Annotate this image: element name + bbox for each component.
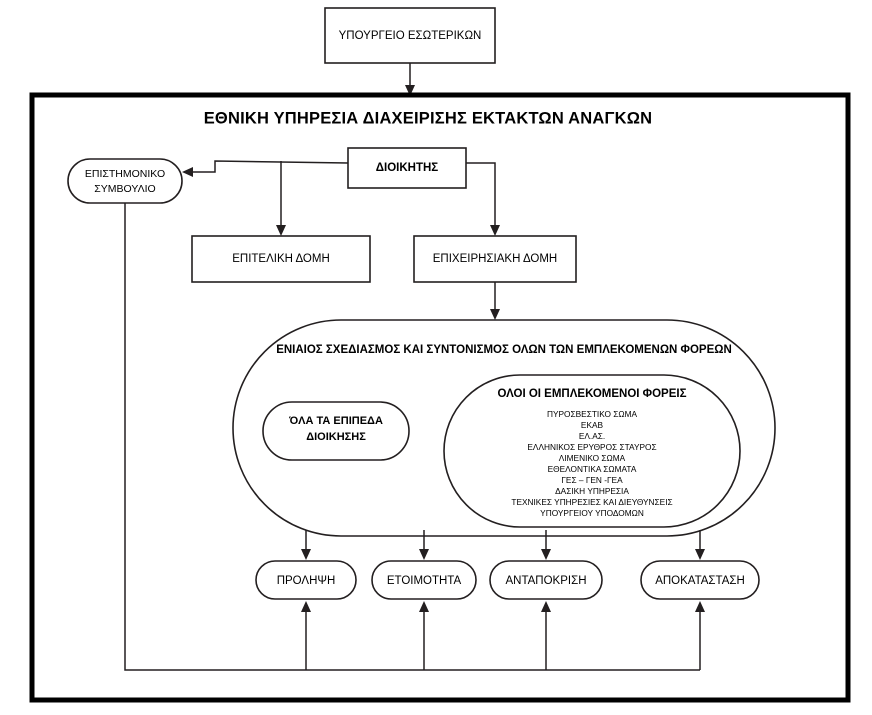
node-ministry[interactable]: ΥΠΟΥΡΓΕΙΟ ΕΣΩΤΕΡΙΚΩΝ [324,7,496,64]
agency-list-item: ΕΛΛΗΝΙΚΟΣ ΕΡΥΘΡΟΣ ΣΤΑΥΡΟΣ [527,442,656,452]
node-administration-levels[interactable]: ΌΛΑ ΤΑ ΕΠΙΠΕΔΑ ΔΙΟΙΚΗΣΗΣ [262,401,410,461]
agency-list: ΠΥΡΟΣΒΕΣΤΙΚΟ ΣΩΜΑ ΕΚΑΒ ΕΛ.ΑΣ. ΕΛΛΗΝΙΚΟΣ … [511,409,672,518]
administration-levels-shape[interactable] [262,401,410,461]
node-staff-structure[interactable]: ΕΠΙΤΕΛΙΚΗ ΔΟΜΗ [191,235,371,283]
page-title: ΕΘΝΙΚΗ ΥΠΗΡΕΣΙΑ ΔΙΑΧΕΙΡΙΣΗΣ ΕΚΤΑΚΤΩΝ ΑΝΑ… [204,109,653,127]
agency-frame-border [29,92,851,703]
arrow-head-icon [276,225,286,236]
agency-list-item: ΕΚΑΒ [581,420,604,430]
operational-structure-label: ΕΠΙΧΕΙΡΗΣΙΑΚΗ ΔΟΜΗ [433,253,557,265]
connector-commander-to-staff-structure [276,161,286,236]
involved-agencies-shape[interactable] [443,374,741,528]
phase-response-label: ΑΝΤΑΠΟΚΡΙΣΗ [505,575,586,587]
connector-feedback-loop [124,203,705,671]
agency-list-item: ΕΘΕΛΟΝΤΙΚΑ ΣΩΜΑΤΑ [548,464,637,474]
staff-structure-box[interactable] [191,235,371,283]
arrow-head-icon [695,549,705,560]
connector-coordination-to-phases [301,530,705,560]
arrow-head-icon [301,549,311,560]
connector-line [190,160,349,173]
arrow-head-icon [541,549,551,560]
commander-label: ΔΙΟΙΚΗΤΗΣ [376,162,439,174]
ministry-box[interactable] [324,7,496,64]
agency-list-item: ΔΑΣΙΚΗ ΥΠΗΡΕΣΙΑ [555,486,629,496]
scientific-council-label-line1: ΕΠΙΣΤΗΜΟΝΙΚΟ [85,168,165,180]
connector-line [466,162,496,228]
administration-levels-label-line2: ΔΙΟΙΚΗΣΗΣ [306,431,366,443]
arrow-head-icon [419,601,429,612]
coordination-band-label: ΕΝΙΑΙΟΣ ΣΧΕΔΙΑΣΜΟΣ ΚΑΙ ΣΥΝΤΟΝΙΣΜΟΣ ΟΛΩΝ … [276,344,732,356]
ministry-label: ΥΠΟΥΡΓΕΙΟ ΕΣΩΤΕΡΙΚΩΝ [339,30,482,42]
arrow-head-icon [490,225,500,236]
agency-list-item: ΛΙΜΕΝΙΚΟ ΣΩΜΑ [559,453,626,463]
node-scientific-council[interactable]: ΕΠΙΣΤΗΜΟΝΙΚΟ ΣΥΜΒΟΥΛΙΟ [67,158,183,204]
node-involved-agencies[interactable]: ΟΛΟΙ ΟΙ ΕΜΠΛΕΚΟΜΕΝΟΙ ΦΟΡΕΙΣ ΠΥΡΟΣΒΕΣΤΙΚΟ… [443,374,741,528]
agency-list-item: ΓΕΣ – ΓΕΝ -ΓΕΑ [561,475,623,485]
connector-operational-to-coordination [490,282,500,320]
node-commander[interactable]: ΔΙΟΙΚΗΤΗΣ [347,147,467,189]
involved-agencies-title: ΟΛΟΙ ΟΙ ΕΜΠΛΕΚΟΜΕΝΟΙ ΦΟΡΕΙΣ [498,388,687,400]
agency-list-item: ΥΠΟΥΡΓΕΙΟΥ ΥΠΟΔΟΜΩΝ [540,508,644,518]
arrow-head-icon [695,601,705,612]
agency-list-item: ΤΕΧΝΙΚΕΣ ΥΠΗΡΕΣΙΕΣ ΚΑΙ ΔΙΕΥΘΥΝΣΕΙΣ [511,497,672,507]
node-phase-preparedness[interactable]: ΕΤΟΙΜΟΤΗΤΑ [371,560,477,600]
connector-commander-to-operational-structure [466,162,500,236]
arrow-head-icon [490,309,500,320]
scientific-council-label-line2: ΣΥΜΒΟΥΛΙΟ [94,183,155,195]
arrow-head-icon [419,549,429,560]
phase-preparedness-label: ΕΤΟΙΜΟΤΗΤΑ [387,575,462,587]
node-operational-structure[interactable]: ΕΠΙΧΕΙΡΗΣΙΑΚΗ ΔΟΜΗ [413,235,577,283]
connector-commander-to-council [182,160,349,177]
phase-preparedness-shape[interactable] [371,560,477,600]
node-phase-recovery[interactable]: ΑΠΟΚΑΤΑΣΤΑΣΗ [640,560,760,600]
phase-response-shape[interactable] [489,560,603,600]
arrow-head-icon [541,601,551,612]
administration-levels-label-line1: ΌΛΑ ΤΑ ΕΠΙΠΕΔΑ [288,415,383,427]
phase-recovery-shape[interactable] [640,560,760,600]
commander-box[interactable] [347,147,467,189]
staff-structure-label: ΕΠΙΤΕΛΙΚΗ ΔΟΜΗ [232,253,330,265]
node-phase-prevention[interactable]: ΠΡΟΛΗΨΗ [255,560,357,600]
scientific-council-shape[interactable] [67,158,183,204]
phase-prevention-shape[interactable] [255,560,357,600]
connector-line [124,203,700,671]
agency-list-item: ΠΥΡΟΣΒΕΣΤΙΚΟ ΣΩΜΑ [547,409,637,419]
arrow-head-icon [301,601,311,612]
node-phase-response[interactable]: ΑΝΤΑΠΟΚΡΙΣΗ [489,560,603,600]
phase-prevention-label: ΠΡΟΛΗΨΗ [277,575,336,587]
phase-recovery-label: ΑΠΟΚΑΤΑΣΤΑΣΗ [655,575,745,587]
connector-ministry-to-agency [405,63,415,96]
arrow-head-icon [182,167,193,177]
agency-list-item: ΕΛ.ΑΣ. [579,431,605,441]
arrow-head-icon [405,85,415,96]
